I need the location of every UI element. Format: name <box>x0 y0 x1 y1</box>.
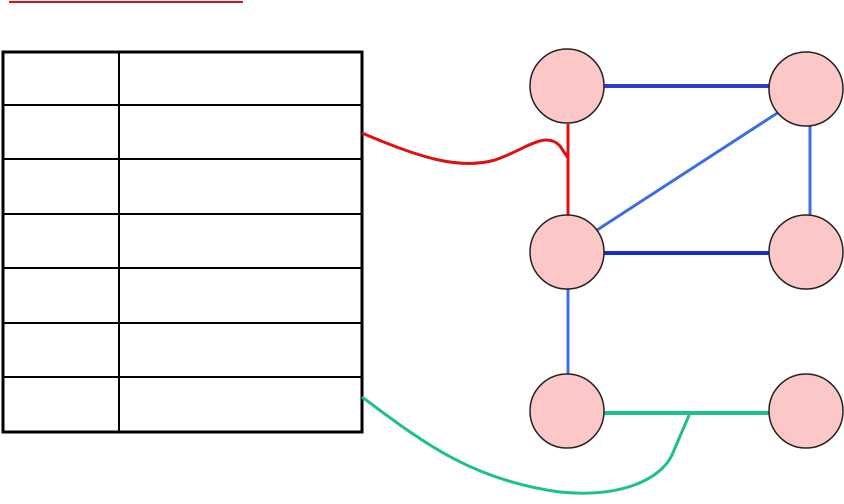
table <box>1 50 364 434</box>
graph-node <box>529 214 605 290</box>
connector-green <box>361 395 692 495</box>
graph-node <box>768 51 844 127</box>
graph-node <box>768 214 844 290</box>
table-outline <box>1 50 364 434</box>
edge-n2-n3 <box>593 108 783 234</box>
graph-edges <box>566 84 812 415</box>
graph-node <box>529 373 605 449</box>
graph-node <box>768 373 844 449</box>
graph-nodes <box>529 48 844 449</box>
graph-node <box>529 48 605 124</box>
connector-red <box>361 131 570 166</box>
